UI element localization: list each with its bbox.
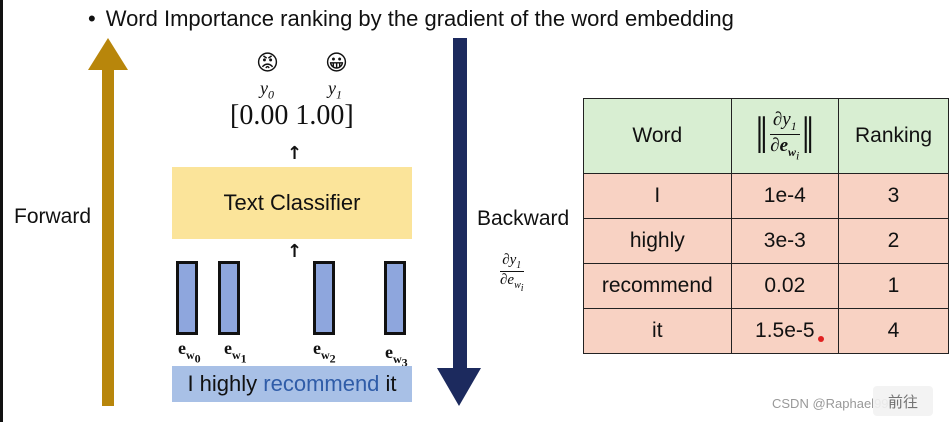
cell-word: highly (583, 218, 732, 264)
table-row: I 1e-4 3 (583, 173, 949, 219)
title-text: Word Importance ranking by the gradient … (105, 6, 734, 31)
text-classifier-box: Text Classifier (172, 167, 412, 239)
cell-word: it (583, 308, 732, 354)
y0-label: y0 (260, 78, 274, 102)
cell-gradient: 1.5e-5 (730, 308, 840, 354)
header-word: Word (583, 98, 732, 174)
cell-rank: 3 (838, 173, 949, 219)
table-row: it 1.5e-5 4 (583, 308, 949, 354)
forward-arrow (88, 38, 128, 406)
embedding-bar (176, 261, 198, 335)
watermark: CSDN @Raphael9900 (772, 396, 903, 411)
next-button[interactable]: 前往 (873, 386, 933, 416)
ranking-table: Word ‖ ∂y1 ∂ewi ‖ Ranking I 1e-4 3 highl… (583, 98, 949, 354)
cell-rank: 2 (838, 218, 949, 264)
embedding-bar (384, 261, 406, 335)
forward-label: Forward (14, 205, 92, 228)
output-probabilities: [0.00 1.00] (230, 100, 354, 131)
cell-gradient: 3e-3 (730, 218, 840, 264)
cursor-dot (818, 336, 824, 342)
up-arrow-icon: ↑ (287, 143, 303, 164)
cell-rank: 4 (838, 308, 949, 354)
bullet: • (88, 6, 96, 31)
y1-label: y1 (328, 78, 342, 102)
slide-title: • Word Importance ranking by the gradient… (88, 6, 734, 32)
table-row: highly 3e-3 2 (583, 218, 949, 264)
embedding-label: ew0 (178, 338, 201, 365)
header-gradient-norm: ‖ ∂y1 ∂ewi ‖ (730, 98, 840, 174)
embedding-label: ew2 (313, 338, 336, 365)
backward-label: Backward (477, 207, 570, 230)
cell-word: I (583, 173, 732, 219)
cell-gradient: 1e-4 (730, 173, 840, 219)
cell-word: recommend (583, 263, 732, 309)
grinning-face-icon: 😀 (325, 51, 348, 76)
backward-arrow (437, 38, 481, 406)
input-sentence: I highly recommend it (172, 366, 412, 402)
embedding-bar (218, 261, 240, 335)
embedding-label: ew3 (385, 342, 408, 369)
cell-rank: 1 (838, 263, 949, 309)
gradient-fraction: ∂y1 ∂ewi (500, 252, 524, 294)
left-border (0, 0, 3, 422)
embedding-bar (313, 261, 335, 335)
classifier-label: Text Classifier (223, 190, 361, 215)
header-ranking: Ranking (838, 98, 949, 174)
embedding-label: ew1 (224, 338, 247, 365)
table-row: recommend 0.02 1 (583, 263, 949, 309)
cell-gradient: 0.02 (730, 263, 840, 309)
angry-face-icon: 😡 (256, 51, 279, 76)
up-arrow-icon: ↑ (287, 241, 303, 262)
